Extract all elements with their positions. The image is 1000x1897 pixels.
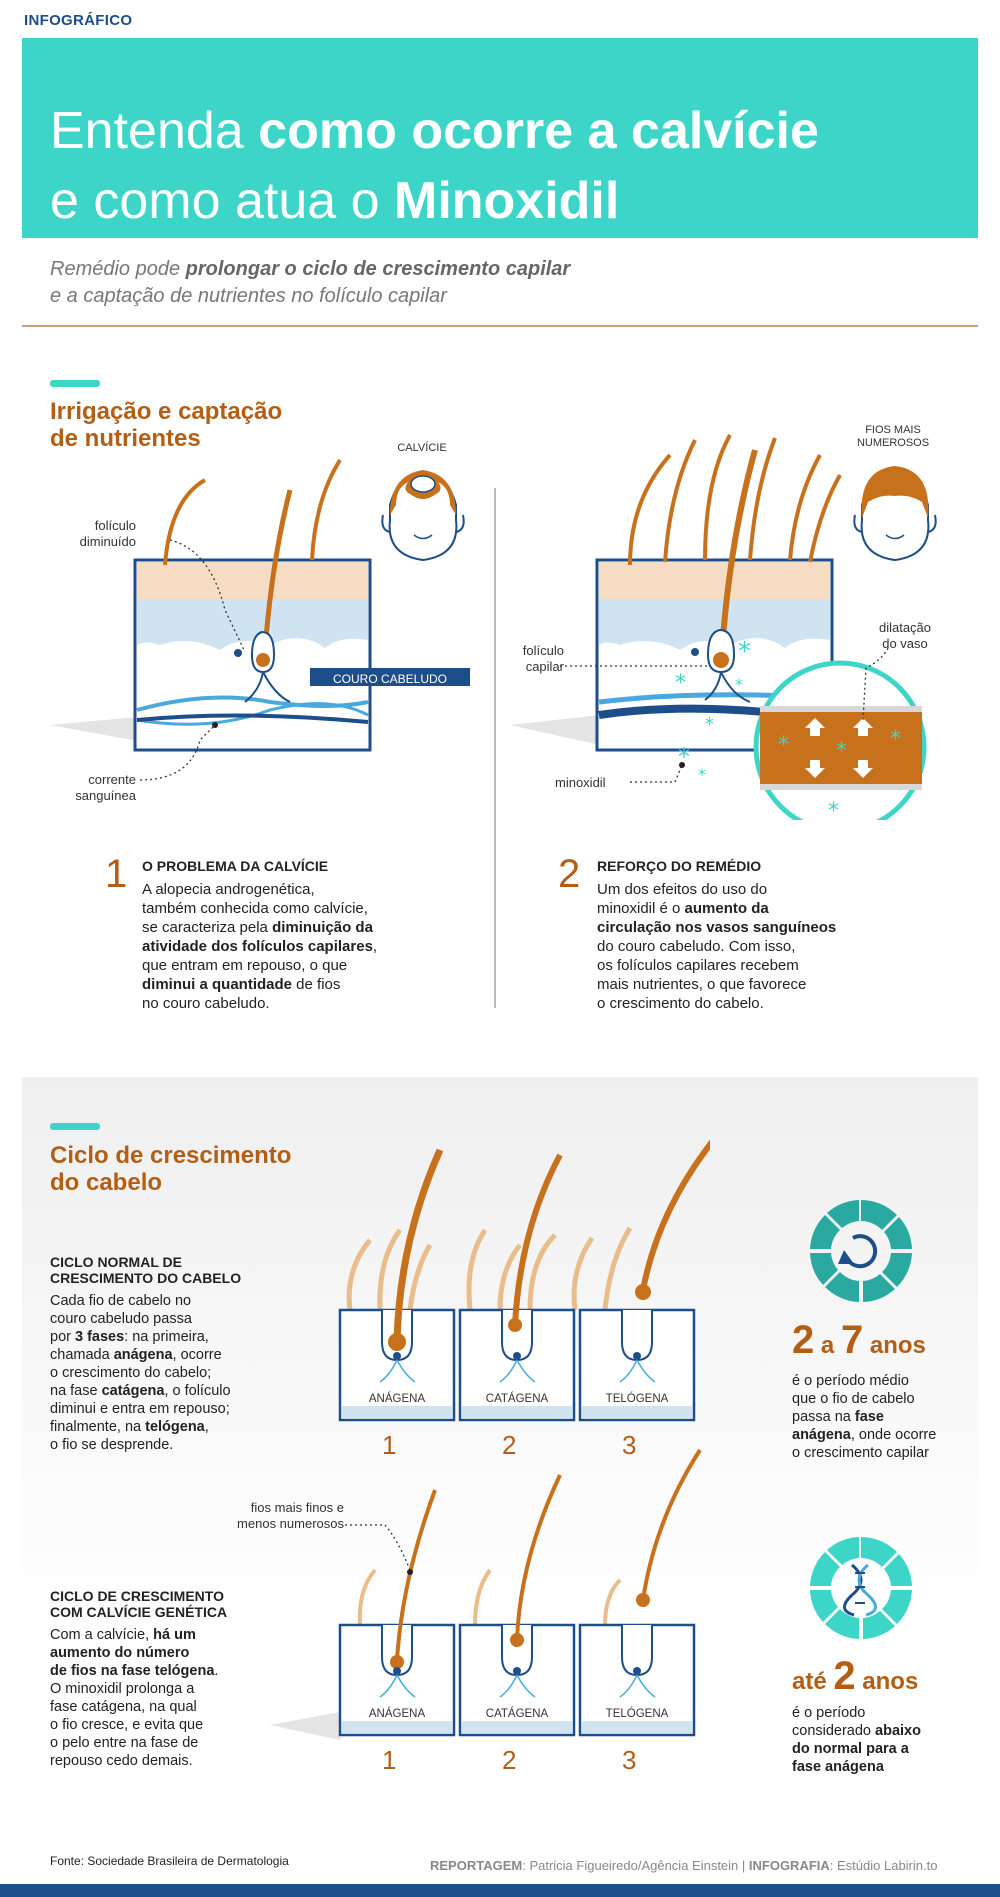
divider-rule xyxy=(22,325,978,327)
phase-number: 3 xyxy=(622,1745,637,1775)
stat1-description: é o período médio que o fio de cabelo pa… xyxy=(792,1373,937,1461)
step1-number: 1 xyxy=(105,852,128,896)
genetic-cycle-diagram xyxy=(270,1448,702,1740)
svg-text:*: * xyxy=(705,714,714,735)
stat2-value: até 2 anos xyxy=(792,1654,919,1698)
phase-number: 3 xyxy=(622,1430,637,1460)
phase-number: 1 xyxy=(382,1430,397,1460)
section1-title: Irrigação e captação de nutrientes xyxy=(50,398,283,452)
hero-title-line2: e como atua o Minoxidil xyxy=(50,172,620,230)
stat2-description: é o período considerado abaixo do normal… xyxy=(792,1705,921,1775)
dna-icon xyxy=(810,1537,912,1639)
phase-number: 2 xyxy=(502,1745,517,1775)
phase-label-telogena: TELÓGENA xyxy=(605,1393,669,1405)
phase-label-catagena: CATÁGENA xyxy=(485,1708,549,1720)
column-divider xyxy=(494,488,496,1008)
svg-text:*: * xyxy=(698,765,706,784)
scalp-diagram-baldness xyxy=(50,458,470,781)
normal-cycle-diagram xyxy=(338,1139,710,1422)
phase-label-catagena: CATÁGENA xyxy=(485,1393,549,1405)
bottom-bar xyxy=(0,1884,1000,1897)
phase-label-telogena: TELÓGENA xyxy=(605,1708,669,1720)
genetic-cycle-text: CICLO DE CRESCIMENTO COM CALVÍCIE GENÉTI… xyxy=(50,1588,228,1769)
svg-text:*: * xyxy=(738,637,751,667)
section-accent-bar xyxy=(50,1123,100,1130)
normal-cycle-text: CICLO NORMAL DE CRESCIMENTO DO CABELO Ca… xyxy=(50,1254,242,1453)
full-hair-head-icon xyxy=(853,466,937,562)
svg-text:*: * xyxy=(778,733,789,758)
kicker-label: INFOGRÁFICO xyxy=(24,12,133,29)
hero-title-line1: Entenda como ocorre a calvície xyxy=(50,102,819,160)
credits: REPORTAGEM: Patricia Figueiredo/Agência … xyxy=(430,1858,938,1873)
step1-text: O PROBLEMA DA CALVÍCIE A alopecia androg… xyxy=(142,858,378,1012)
svg-text:*: * xyxy=(828,799,839,820)
phase-number: 2 xyxy=(502,1430,517,1460)
bald-head-icon xyxy=(381,470,465,562)
stat1-value: 2 a 7 anos xyxy=(792,1318,926,1362)
step2-number: 2 xyxy=(558,852,581,896)
label-couro-cabeludo: COURO CABELUDO xyxy=(332,672,448,686)
phase-label-anagena: ANÁGENA xyxy=(368,1708,426,1720)
section-accent-bar xyxy=(50,380,100,387)
svg-text:*: * xyxy=(836,739,847,764)
label-minoxidil: minoxidil xyxy=(555,775,606,790)
source-note: Fonte: Sociedade Brasileira de Dermatolo… xyxy=(50,1854,289,1868)
hero-banner: Entenda como ocorre a calvície e como at… xyxy=(22,38,978,238)
step2-text: REFORÇO DO REMÉDIO Um dos efeitos do uso… xyxy=(597,858,837,1012)
subtitle: Remédio pode prolongar o ciclo de cresci… xyxy=(50,258,571,307)
phase-number: 1 xyxy=(382,1745,397,1775)
svg-text:*: * xyxy=(735,675,743,694)
svg-text:*: * xyxy=(675,671,686,696)
section2-title: Ciclo de crescimento do cabelo xyxy=(50,1142,292,1196)
cycle-refresh-icon xyxy=(810,1200,912,1302)
label-calvicie: CALVÍCIE xyxy=(397,442,447,454)
scalp-diagram-minoxidil: * * * * * * * * * * xyxy=(510,434,927,820)
phase-label-anagena: ANÁGENA xyxy=(368,1393,426,1405)
svg-text:*: * xyxy=(890,727,901,752)
